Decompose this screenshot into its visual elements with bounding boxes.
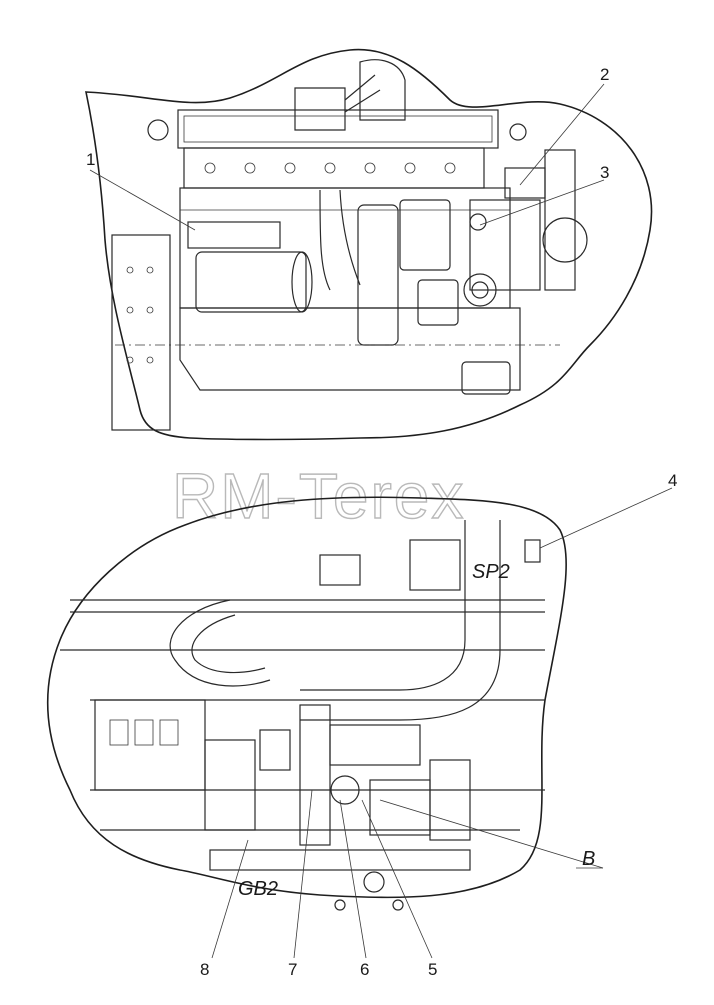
front-cover [544,149,576,291]
callout-6: 6 [360,960,369,979]
relay-panel [204,739,256,831]
watermark: RM-Terex [172,460,465,532]
leader-8 [211,839,249,959]
sensor-sp2-block [409,539,461,591]
tag-sp2: SP2 [472,561,510,583]
oil-pan [179,307,521,391]
lifting-eye-right [509,123,527,141]
leader-1 [89,169,196,231]
component-5 [369,779,431,836]
lifting-eye-left [147,119,169,141]
callout-2: 2 [600,65,609,84]
pulley [542,217,588,263]
starter-solenoid [187,221,281,249]
leader-4 [539,487,673,549]
top-engine-view [85,48,653,441]
oil-filter [357,204,399,346]
callout-1: 1 [86,150,95,169]
vertical-pipe [299,704,331,846]
callout-3: 3 [600,163,609,182]
top-break-outline [85,48,653,441]
tag-b: B [582,848,595,870]
callout-4: 4 [668,471,677,490]
connector-4 [524,539,541,563]
bottom-frame-view [46,487,673,959]
manifold [183,147,485,189]
exhaust-pipe [300,520,466,691]
valve-6 [330,775,360,805]
leader-b [379,799,604,869]
leader-6 [339,799,367,959]
fuel-filter [399,199,451,271]
bottom-break-outline [46,496,568,899]
leader-7 [293,789,313,959]
leader-3 [479,179,605,226]
flywheel-housing [111,234,171,431]
sensor-2 [469,213,487,231]
callout-8: 8 [200,960,209,979]
leader-2 [519,83,605,186]
tag-gb2: GB2 [238,878,278,900]
callout-5: 5 [428,960,437,979]
callout-7: 7 [288,960,297,979]
hoses [319,189,361,291]
leader-5 [361,799,433,959]
starter-motor [195,251,307,313]
turbo-housing [294,87,346,131]
alternator-bracket [469,199,541,291]
